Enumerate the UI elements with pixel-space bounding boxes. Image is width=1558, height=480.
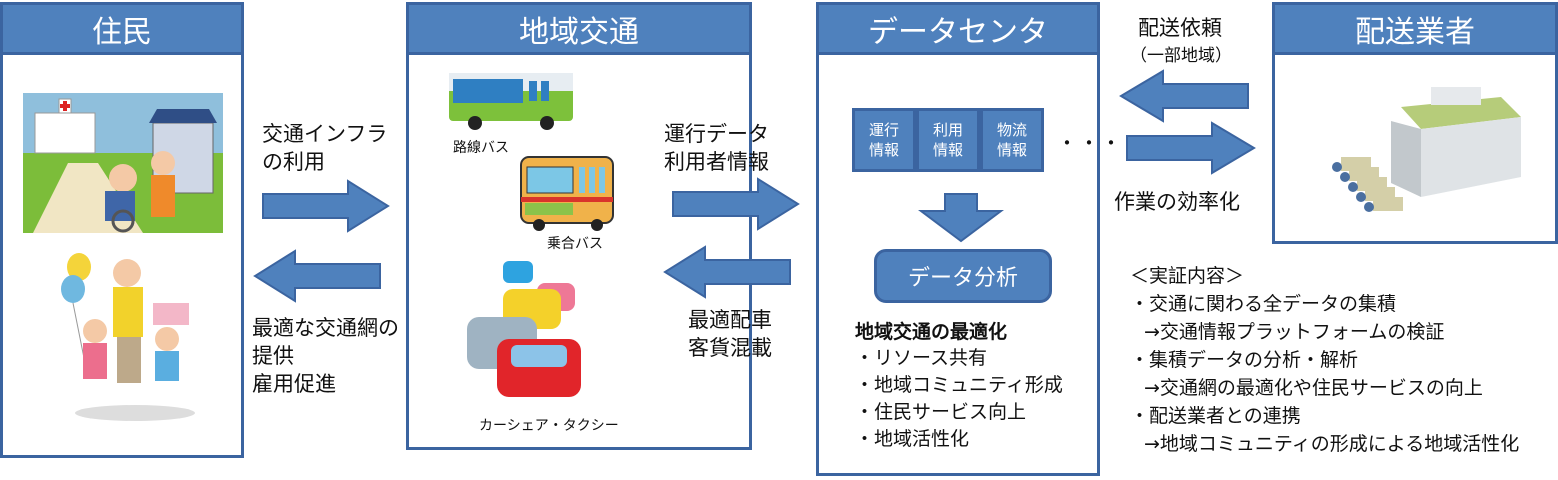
verification-item: ・配送業者との連携 [1130,405,1301,427]
verification-item: ・集積データの分析・解析 [1130,349,1359,371]
route-bus-label: 路線バス [453,140,509,156]
data-analysis-box: データ分析 [874,249,1052,303]
optimization-item: ・地域コミュニティ形成 [855,374,1063,396]
arrow-left-delivery-to-datacenter [1119,69,1249,123]
shared-bus-label: 乗合バス [547,236,603,252]
info-box-logistics: 物流情報 [980,108,1044,172]
delivery-company-panel: 配送業者 [1272,2,1558,244]
arrow-down-to-analysis [918,193,1004,243]
regional-transport-panel: 地域交通 路線バス 乗合バス カーシェア・タクシー [406,2,752,450]
regional-transport-title: 地域交通 [409,5,749,55]
flow-label-optimal-dispatch: 最適配車 客貨混載 [688,308,772,360]
flow-label-delivery-request: 配送依頼 （一部地域） [1130,16,1232,66]
route-bus-icon [449,73,573,130]
hospital-wheelchair-illustration [23,93,223,233]
arrow-left-transport-to-residents [253,249,381,303]
ellipsis-more: ・・・ [1057,131,1123,155]
verification-item: →地域コミュニティの形成による地域活性化 [1144,433,1520,455]
family-illustration [61,253,195,421]
car-share-taxi-icon [467,261,581,397]
car-share-taxi-label: カーシェア・タクシー [479,418,619,434]
arrow-right-residents-to-transport [262,179,390,233]
optimization-item: ・リソース共有 [855,347,988,369]
flow-label-network-provision: 最適な交通網の 提供 雇用促進 [252,316,399,396]
verification-item: →交通情報プラットフォームの検証 [1144,321,1445,343]
flow-label-work-efficiency: 作業の効率化 [1114,190,1240,214]
residents-panel: 住民 [0,2,244,458]
verification-item: →交通網の最適化や住民サービスの向上 [1144,377,1483,399]
residents-title: 住民 [3,5,241,55]
verification-item: ・交通に関わる全データの集積 [1130,293,1397,315]
delivery-company-title: 配送業者 [1275,5,1555,55]
optimization-item: ・地域活性化 [855,428,970,450]
flow-label-infra-usage: 交通インフラ の利用 [262,122,388,174]
info-boxes: 運行情報 利用情報 物流情報 [852,108,1044,172]
arrow-right-transport-to-datacenter [672,177,800,231]
arrow-left-datacenter-to-transport [663,245,791,299]
datacenter-title: データセンタ [819,5,1097,55]
verification-title: ＜実証内容＞ [1130,265,1245,287]
optimization-list: ・リソース共有 ・地域コミュニティ形成 ・住民サービス向上 ・地域活性化 [855,345,1063,453]
info-box-operation: 運行情報 [852,108,916,172]
info-box-usage: 利用情報 [916,108,980,172]
arrow-right-datacenter-to-delivery [1126,121,1256,175]
optimization-title: 地域交通の最適化 [855,321,1008,343]
shared-bus-icon [520,156,614,231]
verification-notes: ＜実証内容＞ ・交通に関わる全データの集積 →交通情報プラットフォームの検証 ・… [1130,262,1519,458]
warehouse-trucks-illustration [1332,87,1521,212]
flow-label-operation-data: 運行データ 利用者情報 [664,122,769,174]
optimization-item: ・住民サービス向上 [855,401,1027,423]
datacenter-panel: データセンタ 運行情報 利用情報 物流情報 ・・・ データ分析 地域交通の最適化… [816,2,1121,476]
